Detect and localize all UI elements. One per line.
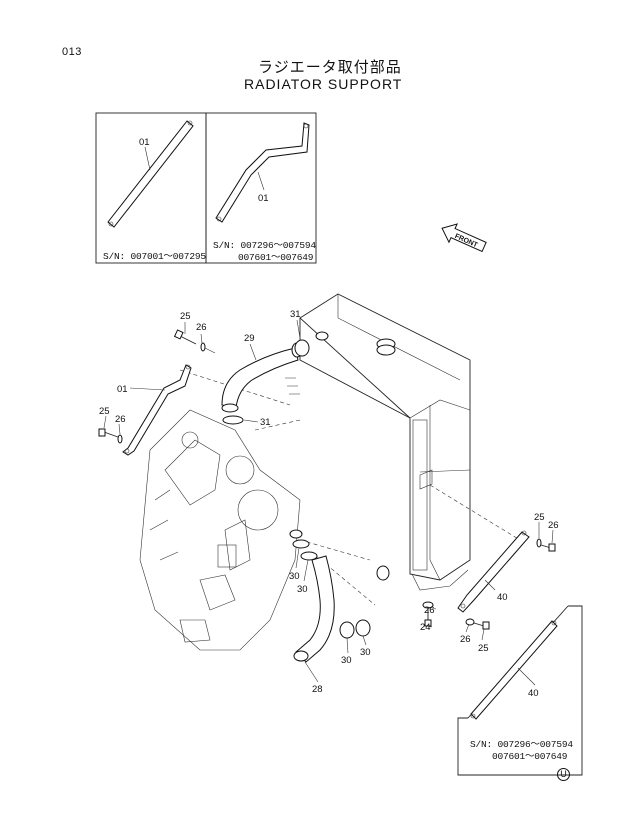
support-rod-40-variant [470, 620, 558, 720]
callout-30-c: 30 [341, 655, 352, 666]
callout-31-upper: 31 [290, 309, 301, 320]
support-rod-main [122, 364, 192, 456]
title-japanese: ラジエータ取付部品 [258, 59, 402, 76]
bolt-upper [179, 335, 197, 345]
hose-clamp-lower [222, 415, 244, 425]
serial-range-box3-line1: S/N: 007296～007594 [470, 739, 573, 750]
washer-left [117, 434, 123, 444]
upper-hose [221, 342, 303, 413]
lower-hose [293, 555, 335, 663]
clamp-30-c [339, 621, 355, 639]
callout-28: 28 [312, 684, 323, 695]
callout-25-upper: 25 [180, 311, 191, 322]
clamp-30-a [292, 539, 310, 549]
front-direction-arrow: FRONT [441, 223, 487, 253]
page-number: 013 [62, 46, 82, 58]
callout-01: 01 [117, 384, 128, 395]
callout-30-d: 30 [360, 647, 371, 658]
serial-range-box1: S/N: 007001～007295 [103, 251, 206, 262]
callout-26-lower: 26 [460, 634, 471, 645]
callout-30-a: 30 [289, 571, 300, 582]
callout-25-right: 25 [534, 512, 545, 523]
callout-box3-40: 40 [528, 688, 539, 699]
inset-box-1 [95, 112, 207, 264]
callout-31-lower: 31 [260, 417, 271, 428]
inset-box-3 [457, 605, 583, 776]
callout-40: 40 [497, 592, 508, 603]
callout-26-center: 26 [424, 605, 435, 616]
bolt-lower-right [473, 622, 485, 627]
footer-mark: U [557, 768, 570, 781]
title-english: RADIATOR SUPPORT [244, 76, 403, 92]
callout-26-right: 26 [548, 520, 559, 531]
callout-box1-01: 01 [139, 137, 150, 148]
inset-box-2 [205, 112, 317, 264]
radiator-assembly [285, 293, 471, 591]
washer-upper [200, 342, 206, 352]
support-rod-bent [215, 122, 310, 223]
support-rod-40 [457, 530, 530, 613]
callout-24: 24 [420, 622, 431, 633]
support-rod-straight [107, 120, 194, 228]
callout-29: 29 [244, 333, 255, 344]
serial-range-box2-line2: 007601～007649 [238, 252, 314, 263]
clamp-30-b [300, 551, 318, 561]
callout-25-lower: 25 [478, 643, 489, 654]
engine-block [139, 409, 301, 651]
clamp-30-d [355, 619, 371, 637]
washer-right [536, 538, 542, 548]
hose-clamp-upper [294, 339, 310, 357]
callout-box2-01: 01 [258, 193, 269, 204]
callout-26-upper: 26 [196, 322, 207, 333]
callout-25-left: 25 [99, 406, 110, 417]
serial-range-box2-line1: S/N: 007296～007594 [213, 240, 316, 251]
serial-range-box3-line2: 007601～007649 [492, 751, 568, 762]
callout-30-b: 30 [297, 584, 308, 595]
callout-26-left: 26 [115, 414, 126, 425]
washer-lower-right [465, 618, 475, 626]
bolt-left [103, 431, 119, 438]
